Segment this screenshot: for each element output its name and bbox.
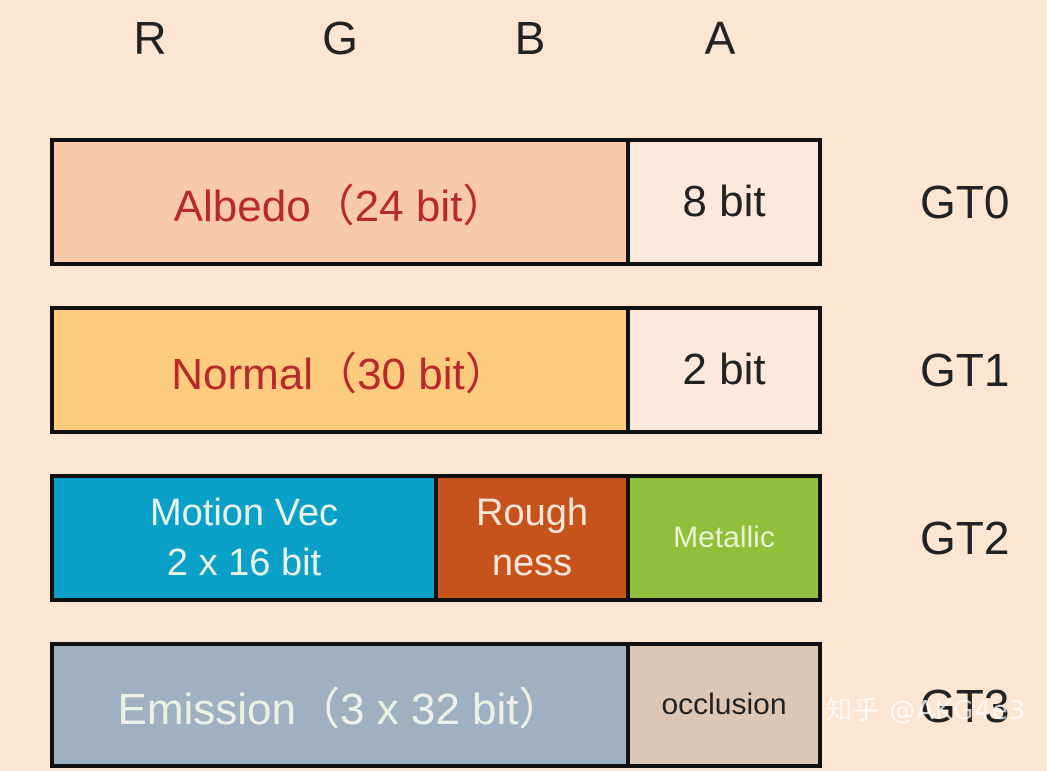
albedo-label: Albedo（24 bit） bbox=[173, 182, 507, 231]
gt3-label: GT3 bbox=[920, 680, 1010, 732]
gbuffer-row-gt3: Emission（3 x 32 bit） occlusion bbox=[50, 642, 822, 768]
gt0-alpha-label: 8 bit bbox=[682, 177, 766, 226]
channel-label-r: R bbox=[133, 12, 167, 64]
gbuffer-row-gt1: Normal（30 bit） 2 bit bbox=[50, 306, 822, 434]
roughness-label-line1: Rough bbox=[476, 492, 588, 534]
occlusion-label: occlusion bbox=[661, 688, 787, 721]
watermark: 知乎 @AKG4e3 bbox=[826, 696, 1027, 726]
normal-label: Normal（30 bit） bbox=[171, 350, 509, 399]
gt2-label: GT2 bbox=[920, 512, 1010, 564]
normal-cell: Normal（30 bit） bbox=[54, 310, 630, 430]
roughness-label-line2: ness bbox=[491, 542, 573, 584]
gt0-alpha-cell: 8 bit bbox=[630, 142, 818, 262]
motion-vector-cell: Motion Vec 2 x 16 bit bbox=[54, 478, 438, 598]
motion-vector-label-line2: 2 x 16 bit bbox=[166, 542, 322, 584]
channel-label-a: A bbox=[704, 12, 736, 64]
emission-label: Emission（3 x 32 bit） bbox=[117, 685, 563, 734]
channel-label-g: G bbox=[322, 12, 358, 64]
occlusion-cell: occlusion bbox=[630, 646, 818, 764]
motion-vector-label-line1: Motion Vec bbox=[150, 492, 338, 534]
roughness-cell: Rough ness bbox=[438, 478, 630, 598]
metallic-cell: Metallic bbox=[630, 478, 818, 598]
gt1-alpha-label: 2 bit bbox=[682, 345, 766, 394]
gt0-label: GT0 bbox=[920, 176, 1010, 228]
metallic-label: Metallic bbox=[673, 521, 775, 554]
gbuffer-row-gt0: Albedo（24 bit） 8 bit bbox=[50, 138, 822, 266]
gt1-alpha-cell: 2 bit bbox=[630, 310, 818, 430]
channel-label-b: B bbox=[514, 12, 546, 64]
gt1-label: GT1 bbox=[920, 344, 1010, 396]
albedo-cell: Albedo（24 bit） bbox=[54, 142, 630, 262]
gbuffer-row-gt2: Motion Vec 2 x 16 bit Rough ness Metalli… bbox=[50, 474, 822, 602]
emission-cell: Emission（3 x 32 bit） bbox=[54, 646, 630, 764]
